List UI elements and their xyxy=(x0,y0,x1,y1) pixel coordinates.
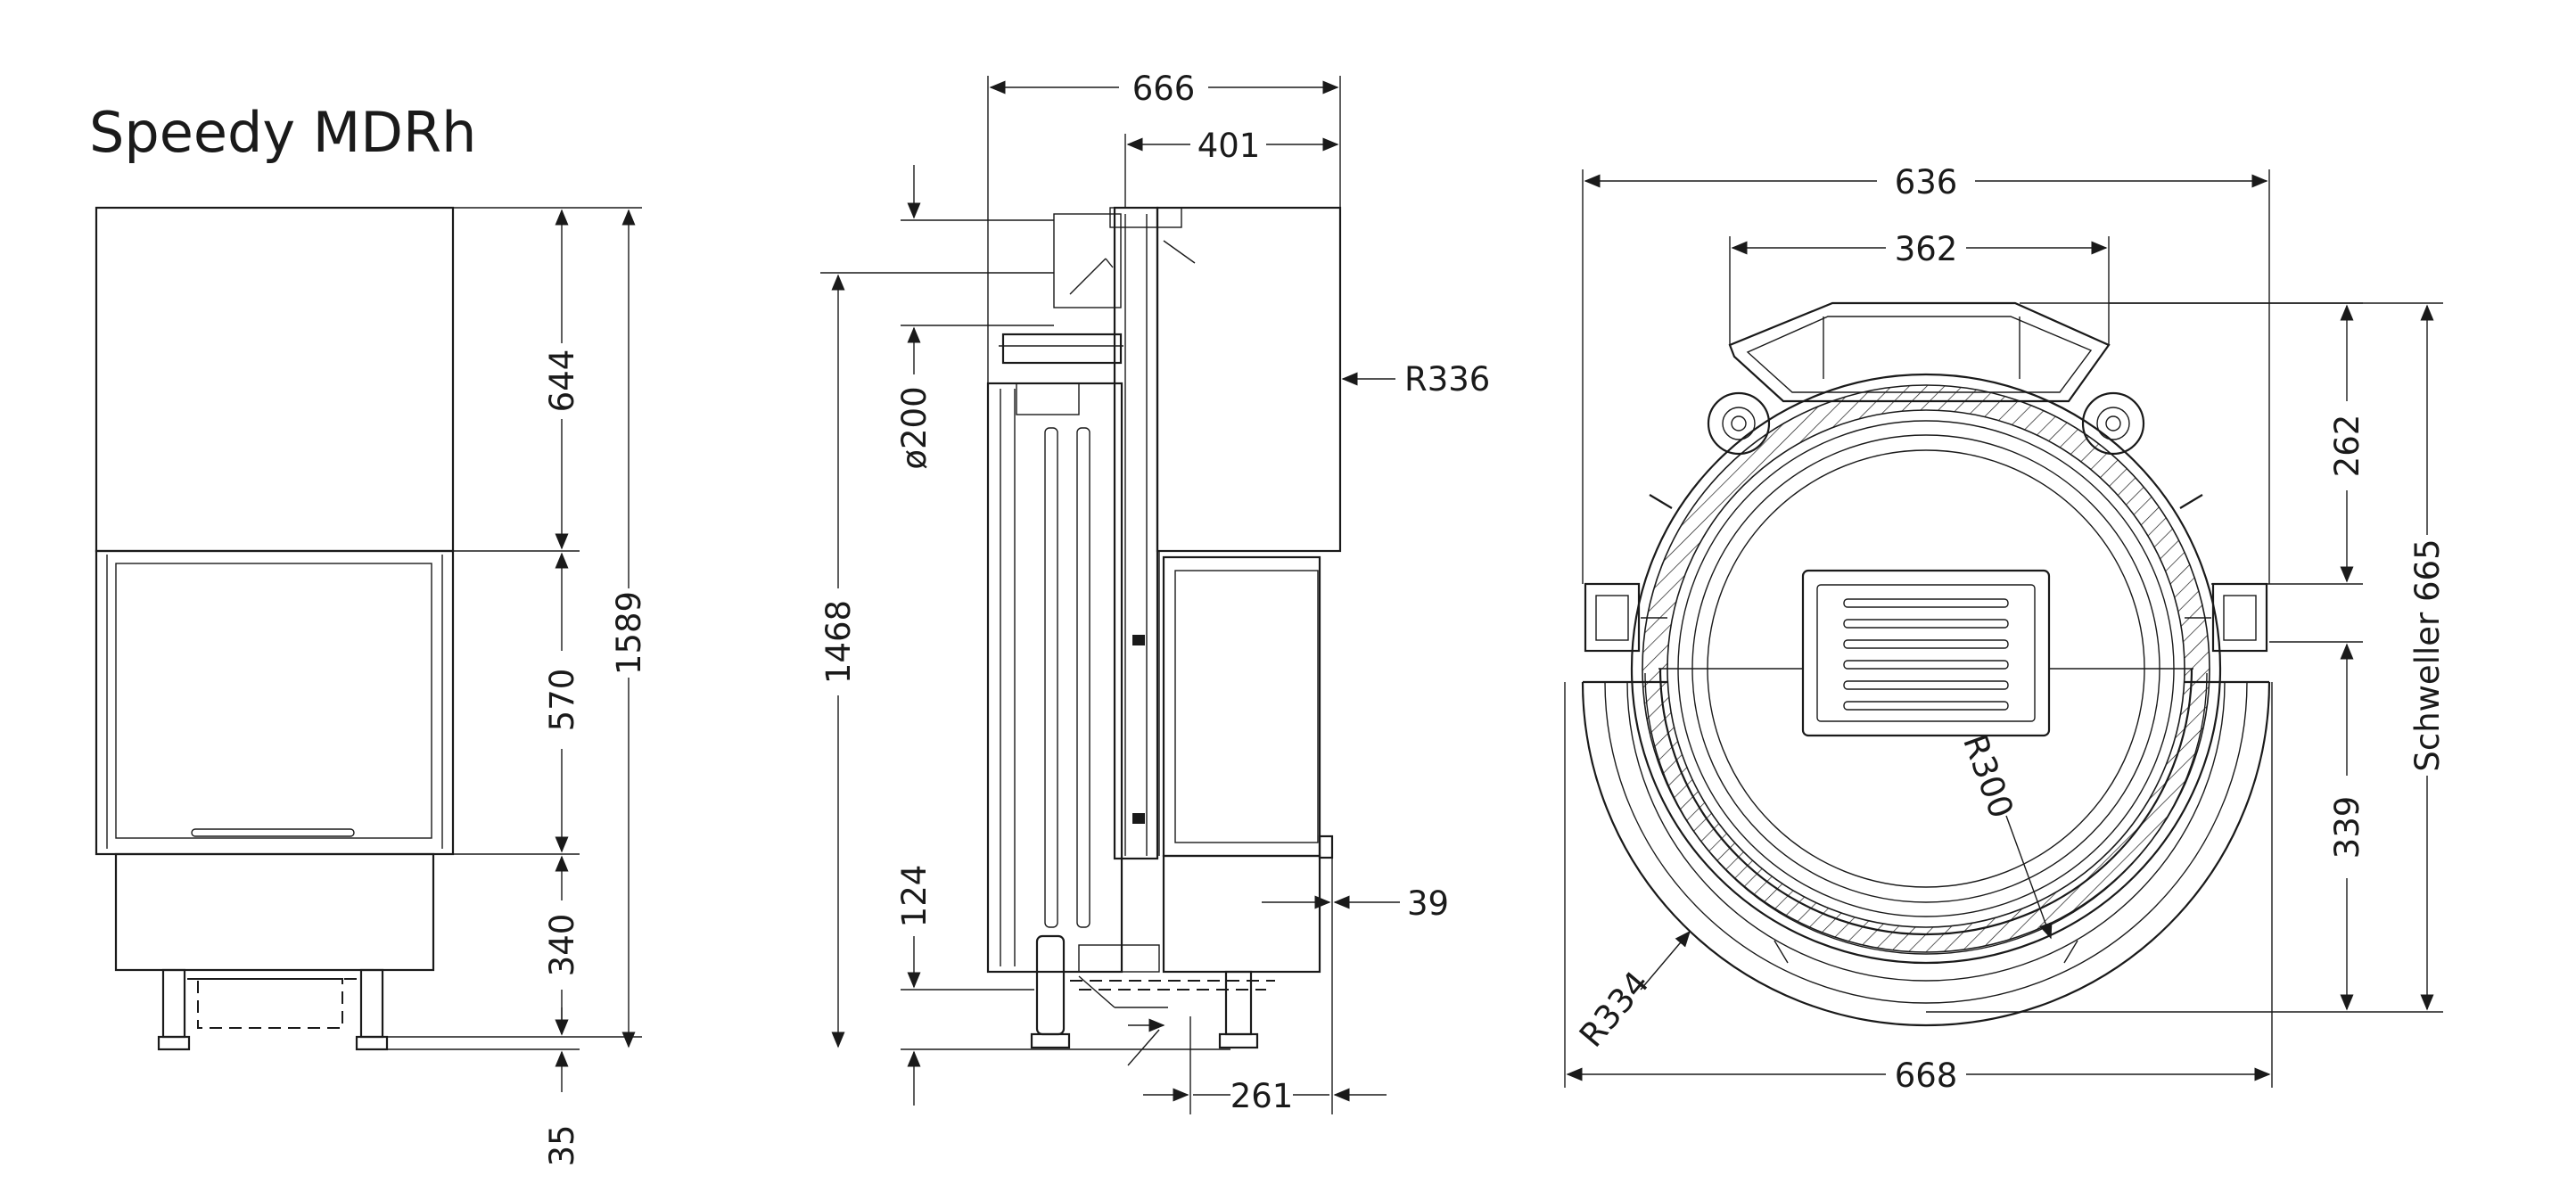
dim-flue-diameter: ø200 xyxy=(895,386,934,469)
front-glass-frame xyxy=(95,549,455,856)
dim-636: 636 xyxy=(1895,163,1958,201)
dim-schweller-665: Schweller 665 xyxy=(2408,538,2447,771)
dim-r336: R336 xyxy=(1404,360,1490,399)
plan-grate xyxy=(1801,569,2051,737)
front-foot-right xyxy=(359,968,384,1039)
side-flue-collar xyxy=(1053,213,1122,308)
plan-side-block-left xyxy=(1584,582,1641,653)
dim-1468: 1468 xyxy=(819,600,858,684)
dim-35: 35 xyxy=(543,1124,581,1166)
side-base xyxy=(1162,854,1321,974)
dim-r334: R334 xyxy=(1572,964,1657,1054)
dim-668: 668 xyxy=(1895,1056,1958,1095)
dim-644: 644 xyxy=(543,349,581,413)
dim-339: 339 xyxy=(2328,796,2366,859)
front-glass-pane xyxy=(115,563,432,839)
dim-39: 39 xyxy=(1407,884,1449,923)
side-body xyxy=(986,382,1123,974)
plan-sill-arc xyxy=(1581,681,2271,1027)
dim-r300-leader xyxy=(2005,815,2053,940)
front-view: 644 570 340 35 1589 xyxy=(95,206,648,1167)
dim-340: 340 xyxy=(543,914,581,977)
front-base xyxy=(114,852,435,972)
side-glass xyxy=(1162,555,1321,858)
plan-door-arc-1 xyxy=(1658,668,2193,936)
dim-124: 124 xyxy=(895,865,934,928)
dim-570: 570 xyxy=(543,669,581,732)
front-ash-pan xyxy=(197,978,343,1029)
plan-view: 636 362 262 339 Schweller 665 R300 R334 xyxy=(1564,163,2447,1095)
dim-362: 362 xyxy=(1895,230,1958,268)
plan-grate-slats xyxy=(1843,598,2009,711)
dim-262: 262 xyxy=(2328,415,2366,478)
dim-1589: 1589 xyxy=(610,591,648,675)
front-door-handle xyxy=(191,828,355,837)
plan-roller-right xyxy=(2081,391,2145,456)
drawing-title: Speedy MDRh xyxy=(89,100,476,165)
front-top-housing xyxy=(95,206,455,553)
dim-401: 401 xyxy=(1197,127,1261,165)
dim-261: 261 xyxy=(1230,1077,1294,1115)
side-top-housing xyxy=(1156,206,1342,553)
plan-outer-body xyxy=(1630,373,2222,965)
plan-side-block-right xyxy=(2211,582,2268,653)
dim-666: 666 xyxy=(1132,70,1196,108)
dim-r334-leader xyxy=(1640,930,1691,991)
side-view: 666 401 ø200 R336 1468 124 39 xyxy=(819,70,1490,1115)
plan-roller-left xyxy=(1707,391,1771,456)
front-foot-left xyxy=(161,968,186,1039)
